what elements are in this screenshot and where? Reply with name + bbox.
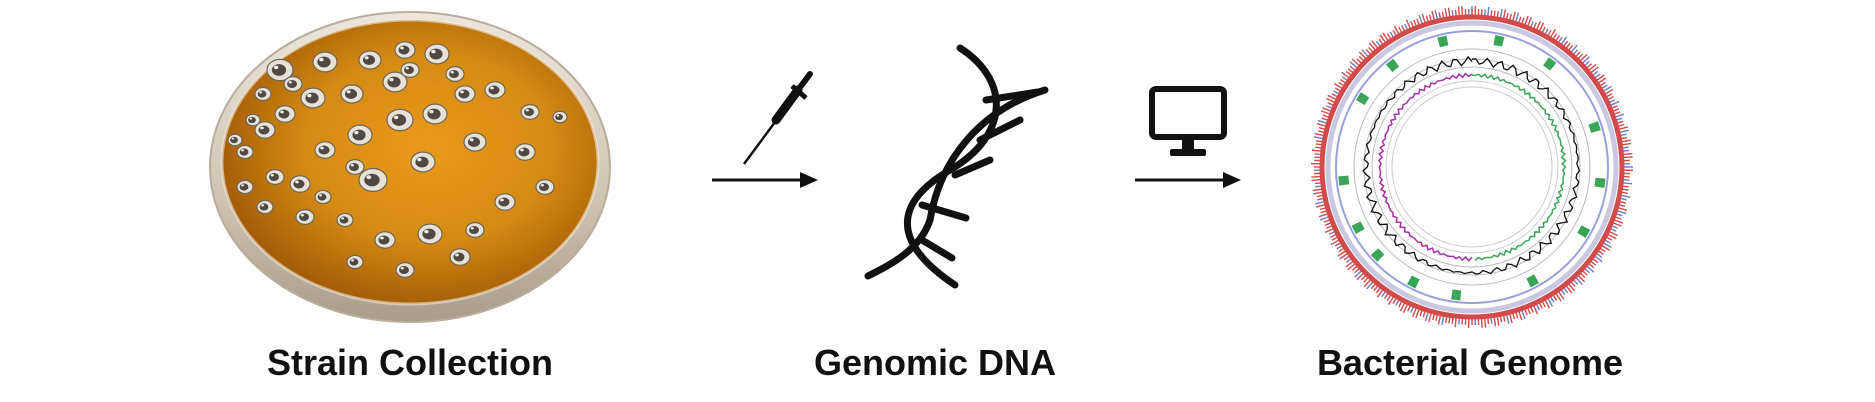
petri-dish-image	[205, 2, 615, 327]
label-strain-collection: Strain Collection	[266, 342, 554, 383]
arrow-dna-to-genome	[1133, 168, 1243, 192]
circular-genome-map	[1307, 2, 1637, 332]
arrow-strain-to-dna	[710, 168, 820, 192]
pipette-icon	[740, 68, 815, 168]
computer-monitor-icon	[1148, 85, 1228, 160]
dna-helix-icon	[860, 40, 1060, 295]
label-genomic-dna: Genomic DNA	[813, 342, 1057, 383]
bacterial-colonies	[227, 41, 568, 278]
label-bacterial-genome: Bacterial Genome	[1316, 342, 1624, 383]
